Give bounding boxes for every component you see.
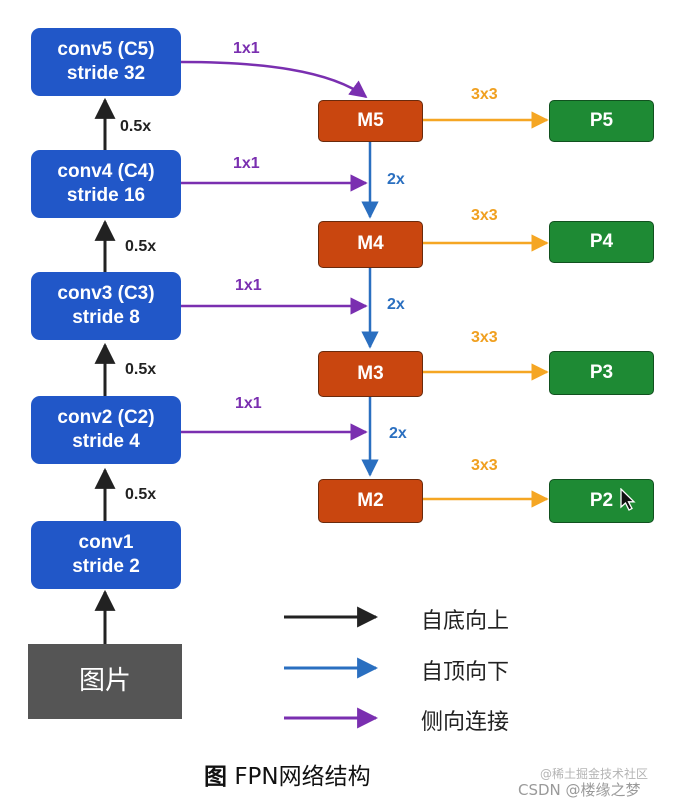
legend-label-lateral: 侧向连接: [421, 710, 510, 735]
conv4-name: conv4 (C4): [57, 160, 155, 182]
output-label-p4: P4: [589, 230, 614, 252]
legend-label-top-down: 自顶向下: [421, 660, 510, 685]
conv3-name: conv3 (C3): [57, 282, 155, 304]
lateral-arrow-c5-to-m5: [180, 60, 368, 99]
merge-label-m5: M5: [357, 109, 384, 131]
output-box-p4: P4: [549, 221, 654, 263]
watermark-main: CSDN @楼缘之梦: [518, 781, 641, 799]
mouse-cursor-icon: [620, 488, 636, 511]
output-box-p2: P2: [549, 479, 654, 523]
merge-box-m2: M2: [318, 479, 423, 523]
conv5-box: conv5 (C5) stride 32: [31, 28, 181, 96]
merge-box-m5: M5: [318, 100, 423, 142]
downsample-label-c3-c4: 0.5x: [125, 238, 157, 255]
upsample-label-m4-m3: 2x: [387, 296, 405, 313]
conv4-stride: stride 16: [66, 185, 146, 206]
downsample-label-c4-c5: 0.5x: [120, 118, 152, 135]
input-image-box: 图片: [28, 644, 182, 719]
merge-box-m3: M3: [318, 351, 423, 397]
figure-caption: 图 FPN网络结构: [204, 757, 371, 791]
lateral-label-c2: 1x1: [235, 395, 262, 412]
conv2-name: conv2 (C2): [57, 406, 155, 428]
legend-label-bottom-up: 自底向上: [421, 609, 510, 634]
output-label-p2: P2: [589, 489, 614, 511]
conv3x3-label-p4: 3x3: [471, 207, 498, 224]
merge-box-m4: M4: [318, 221, 423, 268]
conv4-box: conv4 (C4) stride 16: [31, 150, 181, 218]
downsample-label-c1-c2: 0.5x: [125, 486, 157, 503]
merge-label-m4: M4: [357, 233, 384, 255]
output-label-p5: P5: [589, 109, 614, 131]
merge-label-m3: M3: [357, 362, 384, 384]
lateral-label-c4: 1x1: [233, 155, 260, 172]
input-image-label: 图片: [78, 665, 131, 696]
lateral-label-c5: 1x1: [233, 40, 260, 57]
conv5-name: conv5 (C5): [57, 38, 155, 60]
caption-prefix: 图: [204, 764, 227, 790]
output-label-p3: P3: [589, 361, 614, 383]
output-box-p3: P3: [549, 351, 654, 395]
conv1-box: conv1 stride 2: [31, 521, 181, 589]
conv5-stride: stride 32: [66, 63, 146, 84]
conv1-stride: stride 2: [72, 556, 140, 577]
watermark-faint: @稀土掘金技术社区: [540, 767, 649, 781]
conv2-box: conv2 (C2) stride 4: [31, 396, 181, 464]
conv3x3-label-p5: 3x3: [471, 86, 498, 103]
conv1-name: conv1: [78, 531, 134, 553]
conv3x3-label-p2: 3x3: [471, 457, 498, 474]
conv3-stride: stride 8: [72, 307, 140, 328]
conv2-stride: stride 4: [72, 431, 140, 452]
upsample-label-m5-m4: 2x: [387, 171, 405, 188]
merge-label-m2: M2: [357, 489, 384, 511]
conv3x3-label-p3: 3x3: [471, 329, 498, 346]
downsample-label-c2-c3: 0.5x: [125, 361, 157, 378]
upsample-label-m3-m2: 2x: [389, 425, 407, 442]
caption-text: FPN网络结构: [234, 764, 371, 790]
conv3-box: conv3 (C3) stride 8: [31, 272, 181, 340]
lateral-label-c3: 1x1: [235, 277, 262, 294]
output-box-p5: P5: [549, 100, 654, 142]
